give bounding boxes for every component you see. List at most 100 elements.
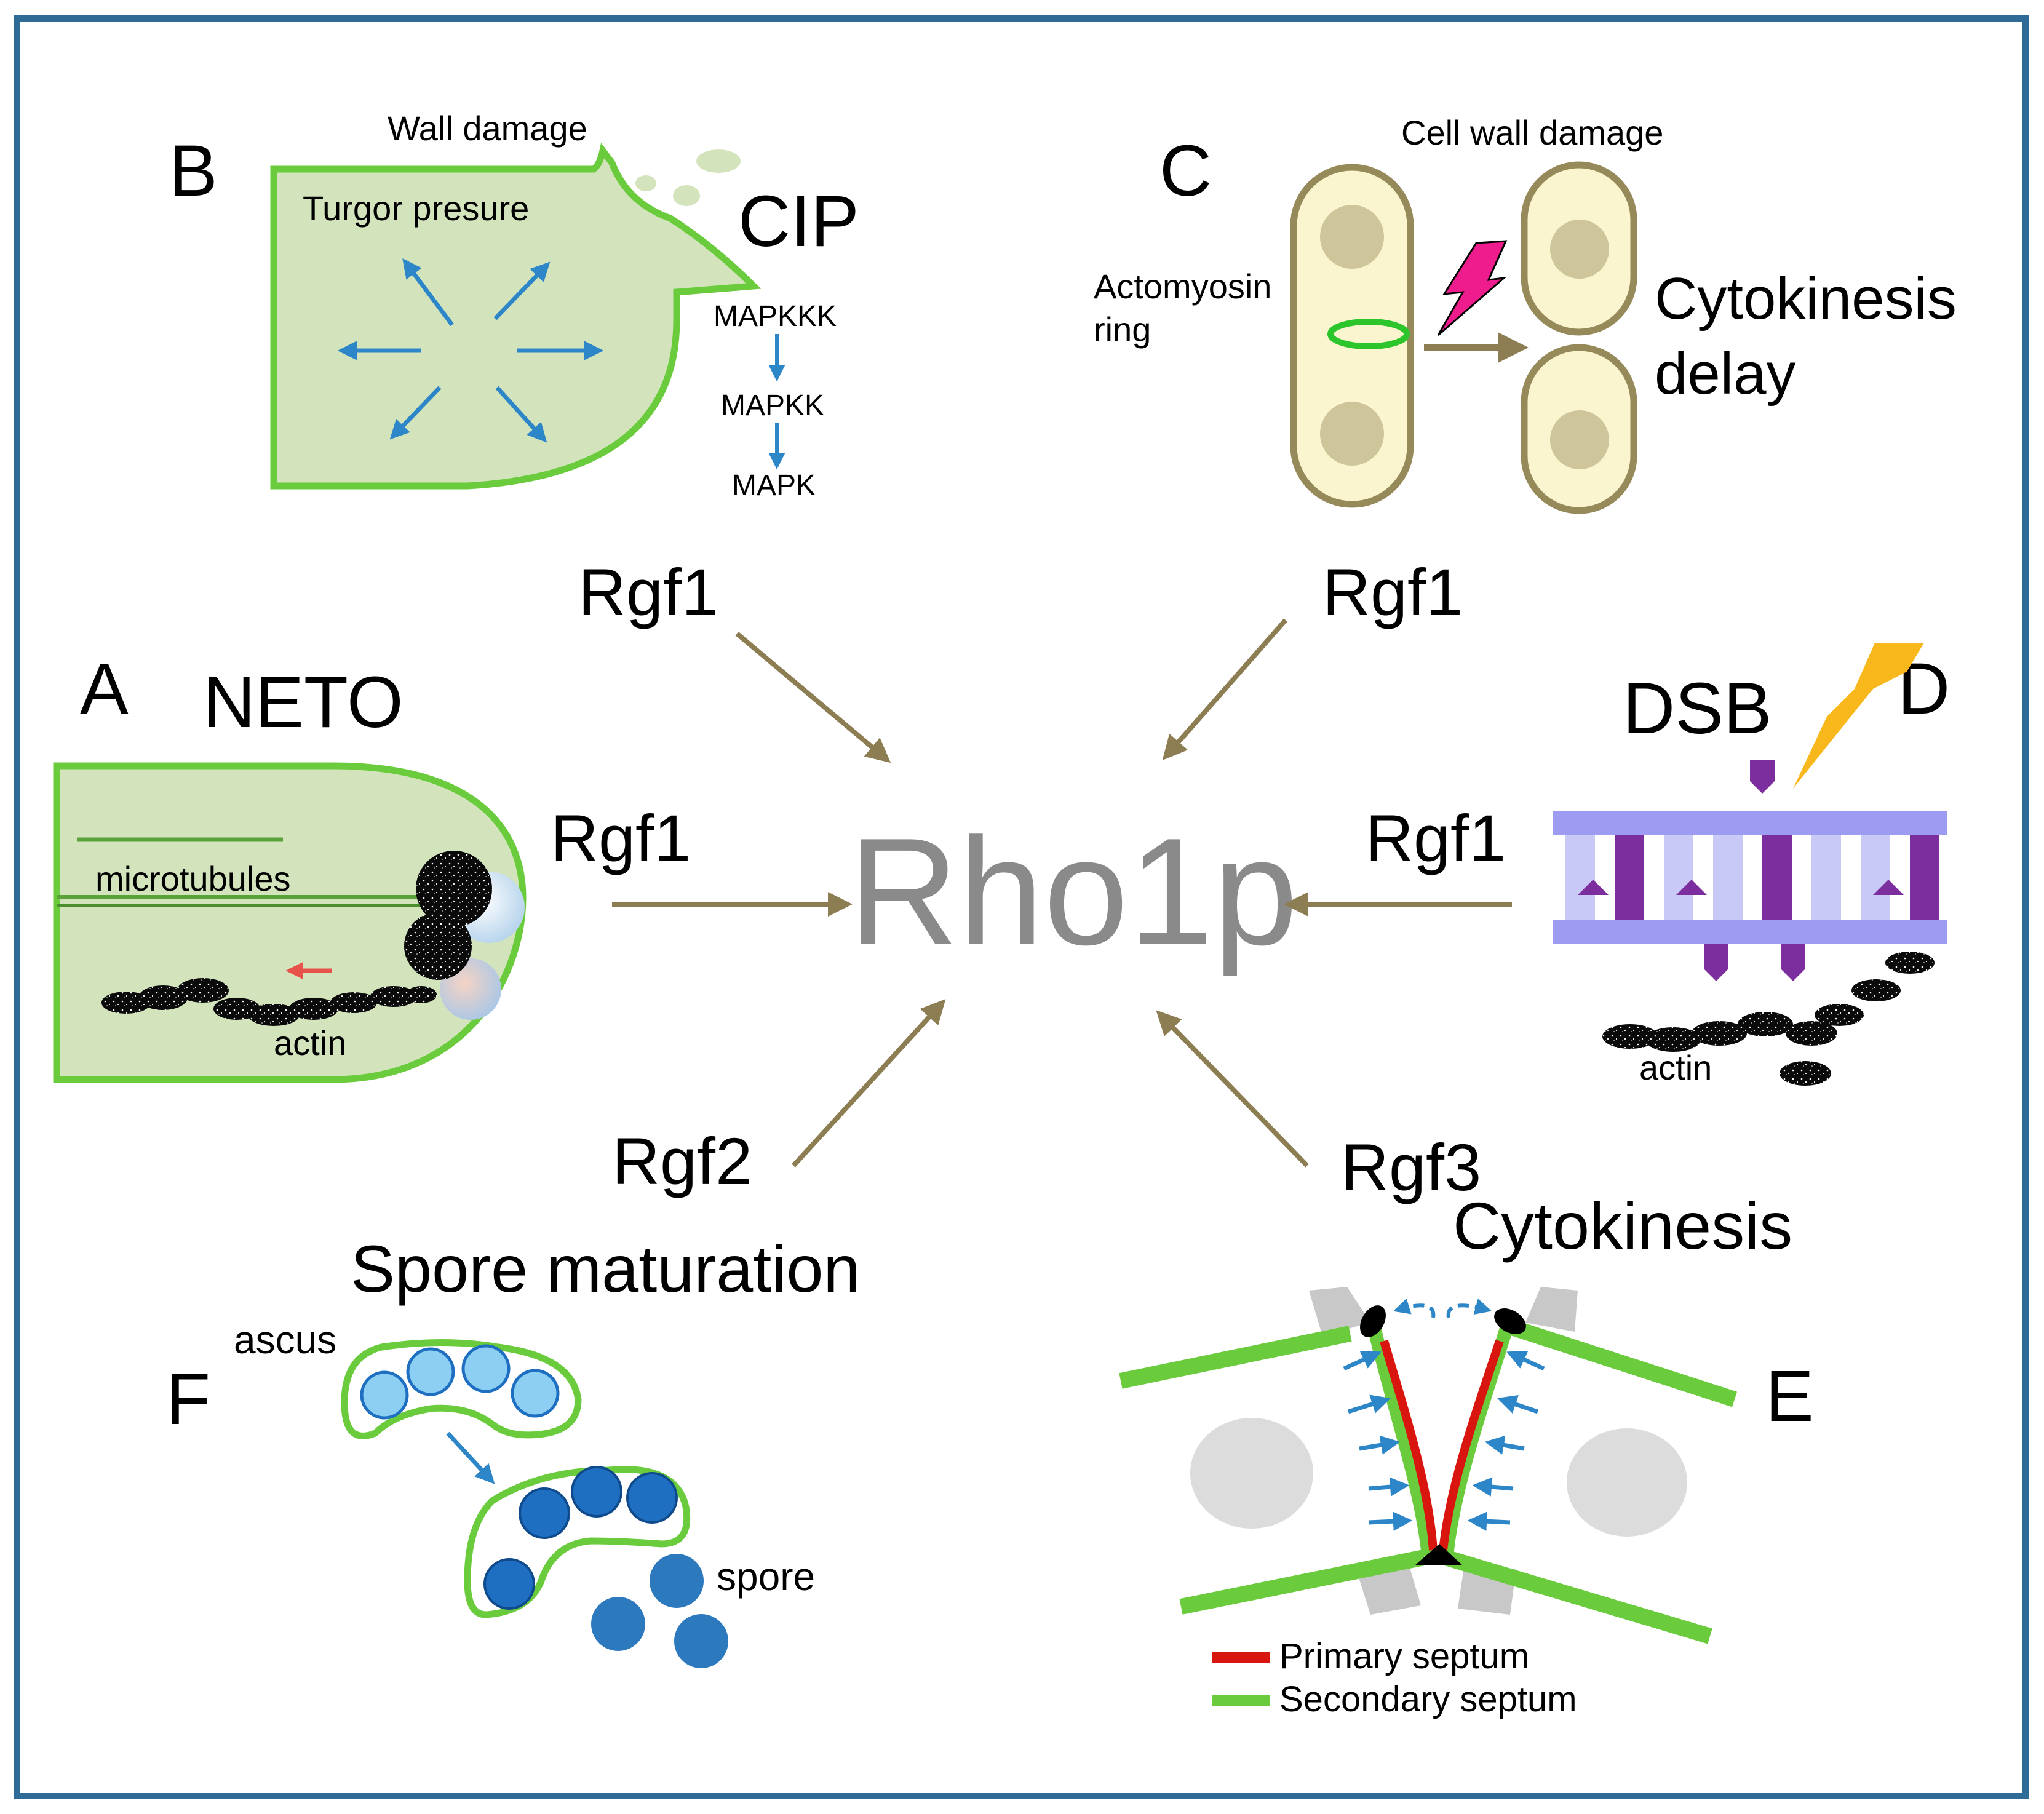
- arrow-b-to-rho1p: [735, 631, 891, 763]
- actin-cable-segment: [370, 986, 417, 1007]
- actin-label: actin: [1639, 1048, 1712, 1087]
- actin-cable-segment: [1786, 1021, 1837, 1046]
- panel-c-title: Cytokinesis: [1655, 266, 1957, 332]
- dividing-cell: [1290, 164, 1414, 508]
- legend-swatch-secondary: [1212, 1695, 1270, 1706]
- panel-b-title: CIP: [738, 181, 859, 262]
- gef-label-top-left: Rgf1: [578, 555, 718, 629]
- actin-label: actin: [274, 1024, 346, 1062]
- actin-cable-segment: [1692, 1021, 1747, 1046]
- panel-e-title: Cytokinesis: [1453, 1188, 1792, 1263]
- actin-cable-segment: [101, 992, 151, 1014]
- mature-spore: [483, 1558, 535, 1610]
- spore-label: spore: [717, 1554, 815, 1599]
- mature-spore: [571, 1466, 622, 1518]
- nucleus: [1550, 220, 1609, 279]
- septum-grey-block: [1309, 1287, 1370, 1336]
- deposition-arrow: [1467, 1511, 1511, 1531]
- purple-chevron: [1750, 760, 1775, 794]
- wall-damage-label: Wall damage: [388, 109, 587, 148]
- arrow-e-to-rho1p: [1156, 1010, 1309, 1168]
- turgor-arrows: [337, 258, 604, 443]
- panel-c-title: delay: [1655, 341, 1796, 407]
- actin-cable-segment: [138, 985, 188, 1010]
- panel-b-letter: B: [169, 130, 218, 212]
- actin-cable-segment: [289, 998, 338, 1020]
- deposition-arrow: [1368, 1511, 1413, 1531]
- actin-cable-segment: [1780, 1061, 1831, 1086]
- actin-cable-segment: [406, 986, 437, 1003]
- actin-patch: [404, 912, 472, 980]
- maturation-arrow: [446, 1431, 495, 1484]
- immature-spore: [511, 1369, 560, 1418]
- actin-cable: [1602, 952, 1935, 1086]
- membrane-pillar: [1615, 835, 1644, 920]
- turgor-arrow: [389, 386, 442, 440]
- deposition-arrow: [1347, 1394, 1391, 1414]
- panel-c-letter: C: [1159, 130, 1212, 212]
- gef-label-bottom-left: Rgf2: [612, 1124, 752, 1198]
- deposition-arrow: [1343, 1351, 1382, 1371]
- actin-cable: [101, 978, 437, 1026]
- membrane-pillar: [1910, 835, 1939, 920]
- immature-spore: [360, 1370, 409, 1420]
- lightning-icon: [1793, 643, 1924, 789]
- septum-grey-block: [1356, 1564, 1421, 1615]
- turgor-arrow: [493, 261, 551, 320]
- deposition-arrow: [1368, 1477, 1410, 1497]
- deposition-arrow: [1484, 1435, 1525, 1455]
- septum-legend: Primary septum Secondary septum: [1212, 1636, 1577, 1719]
- actin-cable-segment: [1885, 952, 1935, 974]
- primary-septum-right: [1439, 1339, 1504, 1551]
- mature-spore: [519, 1487, 570, 1539]
- mature-spores: [483, 1466, 678, 1610]
- mapk-cascade-step-3: MAPK: [732, 469, 816, 502]
- released-spore: [650, 1554, 704, 1608]
- turgor-arrow: [402, 258, 454, 327]
- purple-chevron: [1873, 880, 1904, 895]
- membrane-pillar: [1861, 835, 1890, 920]
- nucleus: [1550, 410, 1609, 469]
- purple-chevron: [1578, 880, 1609, 895]
- septum-tip: [1494, 1308, 1526, 1334]
- deposition-arrow: [1472, 1477, 1514, 1497]
- septum-tip: [1360, 1305, 1386, 1337]
- panel-f-title: Spore maturation: [351, 1231, 860, 1306]
- septum-grey-block: [1525, 1287, 1578, 1332]
- membrane-pillar: [1811, 835, 1841, 920]
- membrane-layer-top: [1553, 811, 1947, 835]
- panel-f-letter: F: [166, 1359, 210, 1440]
- immature-spore: [406, 1347, 455, 1396]
- actomyosin-ring-label: ring: [1094, 310, 1151, 349]
- wall-leak-bubble: [673, 185, 700, 206]
- immature-spore: [461, 1344, 511, 1393]
- actin-cable-segment: [330, 992, 377, 1013]
- nucleus: [1320, 205, 1384, 269]
- membrane-pillar: [1565, 835, 1595, 920]
- actin-patch: [416, 851, 492, 927]
- damaged-cell: [270, 143, 762, 490]
- released-spores: [591, 1554, 728, 1668]
- mature-spore: [626, 1472, 678, 1524]
- immature-spores: [360, 1344, 560, 1420]
- arrow-c-to-rho1p: [1162, 618, 1288, 761]
- membrane-pillar: [1713, 835, 1743, 920]
- actin-cable-segment: [1815, 1004, 1864, 1026]
- ascus-label: ascus: [234, 1318, 336, 1362]
- wall-leak-bubble: [635, 175, 656, 191]
- actin-cable-segment: [1738, 1012, 1793, 1036]
- panel-a: A NETO microtubules actin: [53, 648, 527, 1083]
- released-spore: [591, 1597, 645, 1651]
- primary-septum-left: [1380, 1340, 1438, 1551]
- cell-wall-lower-right: [1443, 1549, 1712, 1644]
- panel-f: Spore maturation ascus F spore: [166, 1231, 860, 1668]
- cell-wall-lower-left: [1179, 1549, 1426, 1615]
- actin-cable-segment: [177, 978, 229, 1003]
- mapk-cascade-step-1: MAPKKK: [714, 300, 837, 333]
- gef-label-top-right: Rgf1: [1322, 555, 1463, 629]
- panel-b: B Wall damage Turgor presure CIP MAPKKK …: [169, 109, 859, 502]
- actomyosin-ring: [1327, 319, 1410, 349]
- cell-wall-upper-right: [1509, 1319, 1737, 1407]
